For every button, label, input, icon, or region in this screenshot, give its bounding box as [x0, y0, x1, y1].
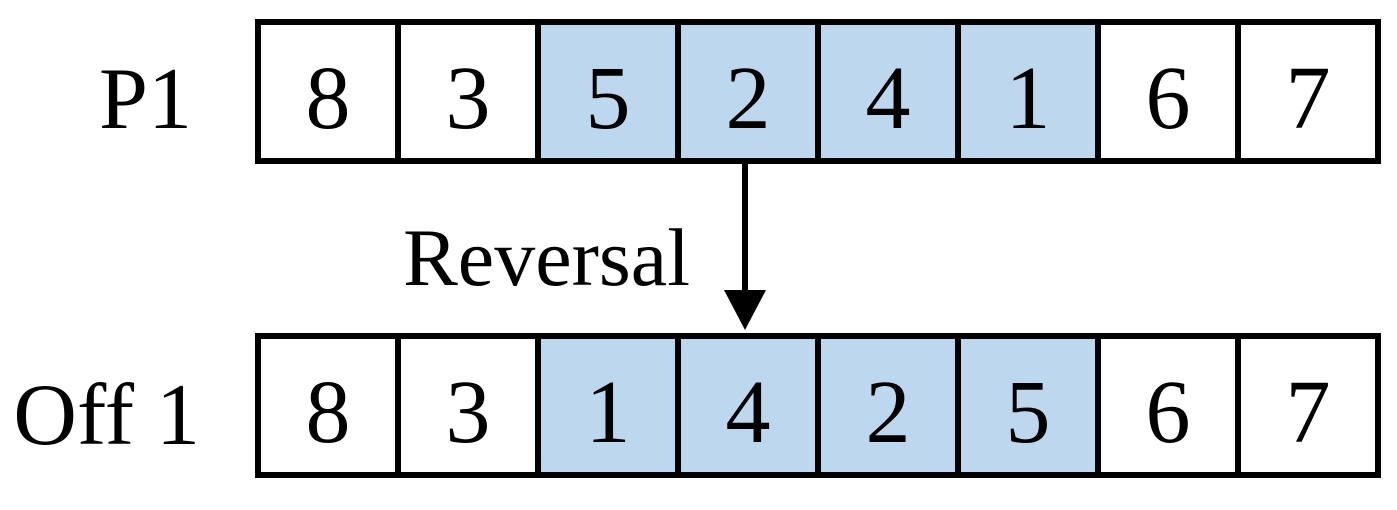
gene-value-off1-5: 2 — [866, 363, 911, 462]
gene-value-off1-7: 6 — [1146, 363, 1191, 462]
gene-value-p1-6: 1 — [1006, 49, 1051, 148]
gene-value-p1-2: 3 — [446, 49, 491, 148]
gene-cell-off1-6 — [955, 333, 1101, 478]
reversal-arrow — [724, 162, 766, 330]
gene-value-off1-3: 1 — [586, 363, 631, 462]
gene-value-p1-1: 8 — [306, 49, 351, 148]
row-label-off1: Off 1 — [13, 367, 200, 464]
gene-cell-p1-6 — [955, 19, 1101, 164]
row-label-p1: P1 — [99, 51, 192, 148]
gene-value-off1-8: 7 — [1286, 363, 1331, 462]
gene-cell-p1-8 — [1235, 19, 1381, 164]
arrow-head-icon — [724, 290, 766, 330]
reversal-label: Reversal — [403, 212, 690, 303]
gene-value-off1-4: 4 — [726, 363, 771, 462]
gene-cell-off1-3 — [535, 333, 681, 478]
gene-value-p1-3: 5 — [586, 49, 631, 148]
gene-value-p1-8: 7 — [1286, 49, 1331, 148]
gene-value-off1-2: 3 — [446, 363, 491, 462]
gene-value-off1-1: 8 — [306, 363, 351, 462]
gene-value-p1-5: 4 — [866, 49, 911, 148]
gene-cell-off1-1 — [255, 333, 401, 478]
gene-value-off1-6: 5 — [1006, 363, 1051, 462]
gene-cell-p1-5 — [815, 19, 961, 164]
gene-cell-off1-8 — [1235, 333, 1381, 478]
gene-cell-p1-7 — [1095, 19, 1241, 164]
gene-cell-p1-3 — [535, 19, 681, 164]
gene-value-p1-7: 6 — [1146, 49, 1191, 148]
gene-cell-p1-2 — [395, 19, 541, 164]
gene-cell-off1-7 — [1095, 333, 1241, 478]
gene-cell-p1-1 — [255, 19, 401, 164]
gene-value-p1-4: 2 — [726, 49, 771, 148]
